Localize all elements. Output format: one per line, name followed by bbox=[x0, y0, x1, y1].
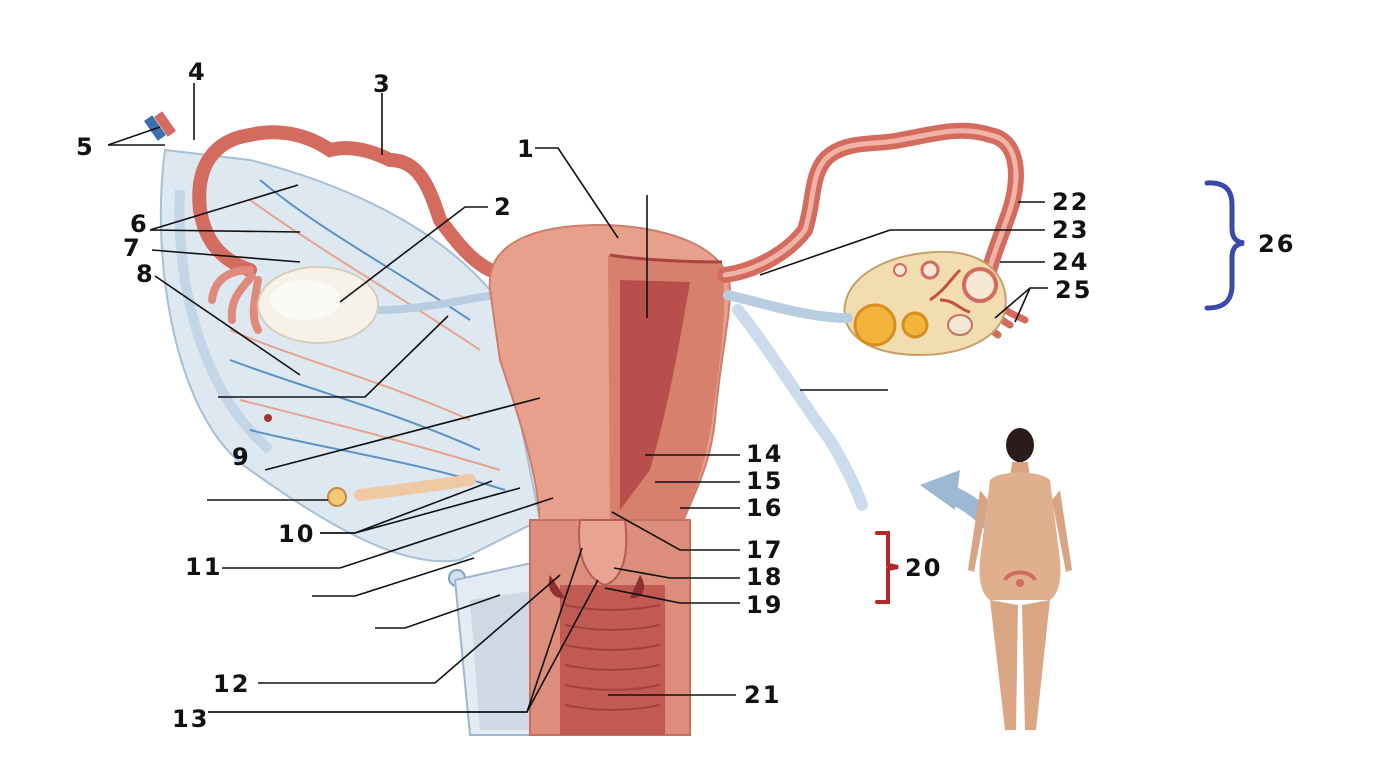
label-5: 5 bbox=[76, 133, 95, 161]
label-10: 10 bbox=[278, 520, 315, 548]
label-1: 1 bbox=[517, 135, 536, 163]
label-11: 11 bbox=[185, 553, 222, 581]
label-22: 22 bbox=[1052, 188, 1089, 216]
label-7: 7 bbox=[123, 234, 142, 262]
label-21: 21 bbox=[744, 681, 781, 709]
label-26: 26 bbox=[1258, 230, 1295, 258]
label-13: 13 bbox=[172, 705, 209, 733]
label-24: 24 bbox=[1052, 248, 1089, 276]
number-labels: 1 2 3 4 5 6 7 8 9 10 11 12 13 14 15 16 1… bbox=[76, 58, 1295, 733]
ovarian-ligament bbox=[377, 291, 496, 314]
bracket-20 bbox=[875, 531, 899, 604]
bracket-26 bbox=[1204, 180, 1245, 311]
label-15: 15 bbox=[746, 467, 783, 495]
uterus bbox=[488, 223, 732, 531]
label-6: 6 bbox=[130, 210, 149, 238]
label-20: 20 bbox=[905, 554, 942, 582]
label-14: 14 bbox=[746, 440, 783, 468]
leader-lines bbox=[107, 83, 1048, 713]
round-ligament-right bbox=[732, 304, 868, 511]
label-8: 8 bbox=[136, 260, 155, 288]
right-ovary bbox=[843, 250, 1007, 357]
inset-figure bbox=[920, 428, 1072, 730]
label-2: 2 bbox=[494, 193, 513, 221]
label-12: 12 bbox=[213, 670, 250, 698]
left-ovary bbox=[257, 266, 379, 344]
right-ovarian-ligament bbox=[723, 290, 853, 323]
label-9: 9 bbox=[232, 443, 251, 471]
label-17: 17 bbox=[746, 536, 783, 564]
label-18: 18 bbox=[746, 563, 783, 591]
label-23: 23 bbox=[1052, 216, 1089, 244]
broad-ligament bbox=[159, 148, 542, 587]
label-4: 4 bbox=[188, 58, 207, 86]
label-19: 19 bbox=[746, 591, 783, 619]
label-25: 25 bbox=[1055, 276, 1092, 304]
label-3: 3 bbox=[373, 70, 392, 98]
cervix-vagina bbox=[529, 519, 691, 736]
vaginal-side-tissue bbox=[453, 558, 546, 736]
label-16: 16 bbox=[746, 494, 783, 522]
